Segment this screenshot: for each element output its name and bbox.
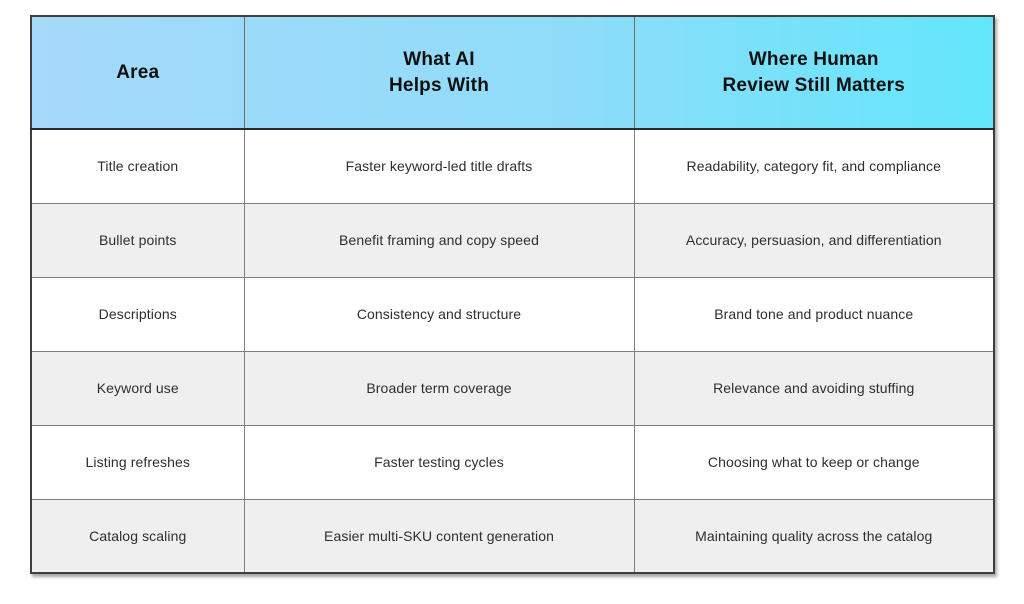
cell-human-review: Accuracy, persuasion, and differentiatio… bbox=[633, 202, 995, 278]
cell-area: Descriptions bbox=[30, 276, 245, 352]
cell-human-review: Relevance and avoiding stuffing bbox=[633, 350, 995, 426]
table-header: Area What AI Helps With Where Human Revi… bbox=[30, 15, 995, 130]
table-row: Keyword use Broader term coverage Releva… bbox=[30, 350, 995, 426]
table-row: Descriptions Consistency and structure B… bbox=[30, 276, 995, 352]
cell-area: Bullet points bbox=[30, 202, 245, 278]
cell-ai-helps: Faster keyword-led title drafts bbox=[243, 128, 635, 204]
table-row: Catalog scaling Easier multi-SKU content… bbox=[30, 498, 995, 574]
header-cell-where-human-review-still-matters: Where Human Review Still Matters bbox=[633, 15, 995, 130]
cell-ai-helps: Benefit framing and copy speed bbox=[243, 202, 635, 278]
cell-ai-helps: Easier multi-SKU content generation bbox=[243, 498, 635, 574]
table-row: Title creation Faster keyword-led title … bbox=[30, 128, 995, 204]
cell-area: Keyword use bbox=[30, 350, 245, 426]
cell-ai-helps: Broader term coverage bbox=[243, 350, 635, 426]
table-body: Title creation Faster keyword-led title … bbox=[30, 128, 995, 574]
cell-area: Title creation bbox=[30, 128, 245, 204]
cell-ai-helps: Faster testing cycles bbox=[243, 424, 635, 500]
cell-human-review: Brand tone and product nuance bbox=[633, 276, 995, 352]
ai-vs-human-review-table: Area What AI Helps With Where Human Revi… bbox=[30, 15, 995, 574]
header-row: Area What AI Helps With Where Human Revi… bbox=[30, 15, 995, 130]
cell-human-review: Choosing what to keep or change bbox=[633, 424, 995, 500]
cell-human-review: Maintaining quality across the catalog bbox=[633, 498, 995, 574]
cell-area: Listing refreshes bbox=[30, 424, 245, 500]
header-cell-what-ai-helps-with: What AI Helps With bbox=[243, 15, 635, 130]
table-row: Bullet points Benefit framing and copy s… bbox=[30, 202, 995, 278]
cell-area: Catalog scaling bbox=[30, 498, 245, 574]
cell-ai-helps: Consistency and structure bbox=[243, 276, 635, 352]
cell-human-review: Readability, category fit, and complianc… bbox=[633, 128, 995, 204]
table-row: Listing refreshes Faster testing cycles … bbox=[30, 424, 995, 500]
header-cell-area: Area bbox=[30, 15, 245, 130]
